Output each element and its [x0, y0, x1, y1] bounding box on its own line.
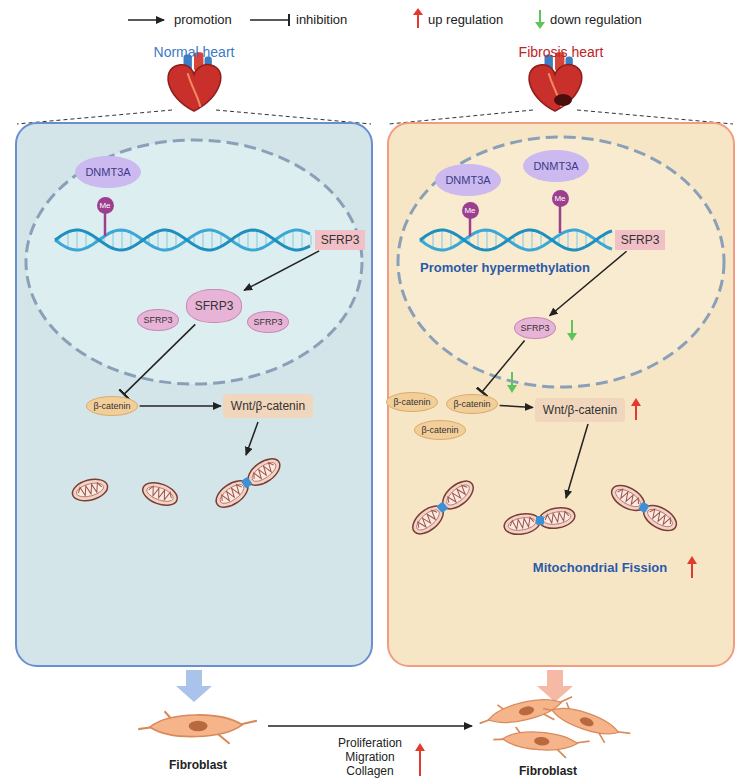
molecule-box: SFRP3 [137, 309, 178, 331]
inhibition-connector [124, 324, 196, 394]
molecule-label: β-catenin [393, 397, 430, 407]
molecule-label: SFRP3 [253, 317, 282, 327]
molecule-box: Wnt/β-catenin [223, 394, 313, 418]
legend-text: inhibition [296, 12, 347, 27]
molecule-box: β-catenin [414, 420, 465, 440]
legend-text: promotion [174, 12, 232, 27]
panel-heading: Normal heart [17, 44, 371, 60]
legend-text: up regulation [428, 12, 503, 27]
molecule-box: SFRP3 [514, 317, 555, 339]
molecule-label: β-catenin [421, 425, 458, 435]
molecule-label: DNMT3A [533, 160, 578, 172]
inhibition-connector [482, 341, 525, 393]
molecule-label: β-catenin [453, 399, 490, 409]
molecule-label: Wnt/β-catenin [231, 399, 305, 413]
molecule-label: SFRP3 [321, 233, 360, 247]
promotion-connector [244, 251, 319, 290]
molecule-label: SFRP3 [621, 233, 660, 247]
molecule-label: DNMT3A [85, 166, 130, 178]
effect-label: Collagen [346, 764, 393, 778]
cell-label: Fibroblast [169, 758, 227, 772]
molecule-label: DNMT3A [445, 174, 490, 186]
molecule-box: β-catenin [446, 394, 497, 414]
molecule-label: SFRP3 [143, 315, 172, 325]
methyl-mark: Me [462, 202, 479, 219]
molecule-box: SFRP3 [186, 289, 243, 323]
molecule-box: β-catenin [86, 396, 137, 416]
process-note: Mitochondrial Fission [533, 560, 667, 575]
molecule-label: SFRP3 [520, 323, 549, 333]
legend-text: down regulation [550, 12, 642, 27]
panel-box: Normal heartDNMT3ASFRP3SFRP3SFRP3SFRP3β-… [15, 122, 373, 667]
molecule-box: SFRP3 [615, 230, 666, 250]
molecule-label: Wnt/β-catenin [543, 403, 617, 417]
molecule-box: DNMT3A [435, 164, 500, 196]
molecule-box: DNMT3A [523, 150, 588, 182]
molecule-box: Wnt/β-catenin [535, 398, 625, 422]
molecule-box: DNMT3A [75, 156, 140, 188]
methyl-mark: Me [97, 197, 114, 214]
effect-label: Migration [345, 750, 394, 764]
molecule-label: β-catenin [93, 401, 130, 411]
molecule-box: SFRP3 [315, 230, 366, 250]
panel-heading: Fibrosis heart [389, 44, 733, 60]
effect-label: Proliferation [338, 736, 402, 750]
promotion-connector [500, 406, 533, 408]
molecule-box: SFRP3 [247, 311, 288, 333]
promotion-connector [140, 405, 221, 407]
cell-label: Fibroblast [519, 764, 577, 778]
methyl-mark: Me [552, 190, 569, 207]
process-note: Promoter hypermethylation [420, 260, 590, 275]
molecule-label: SFRP3 [195, 299, 234, 313]
molecule-box: β-catenin [386, 392, 437, 412]
